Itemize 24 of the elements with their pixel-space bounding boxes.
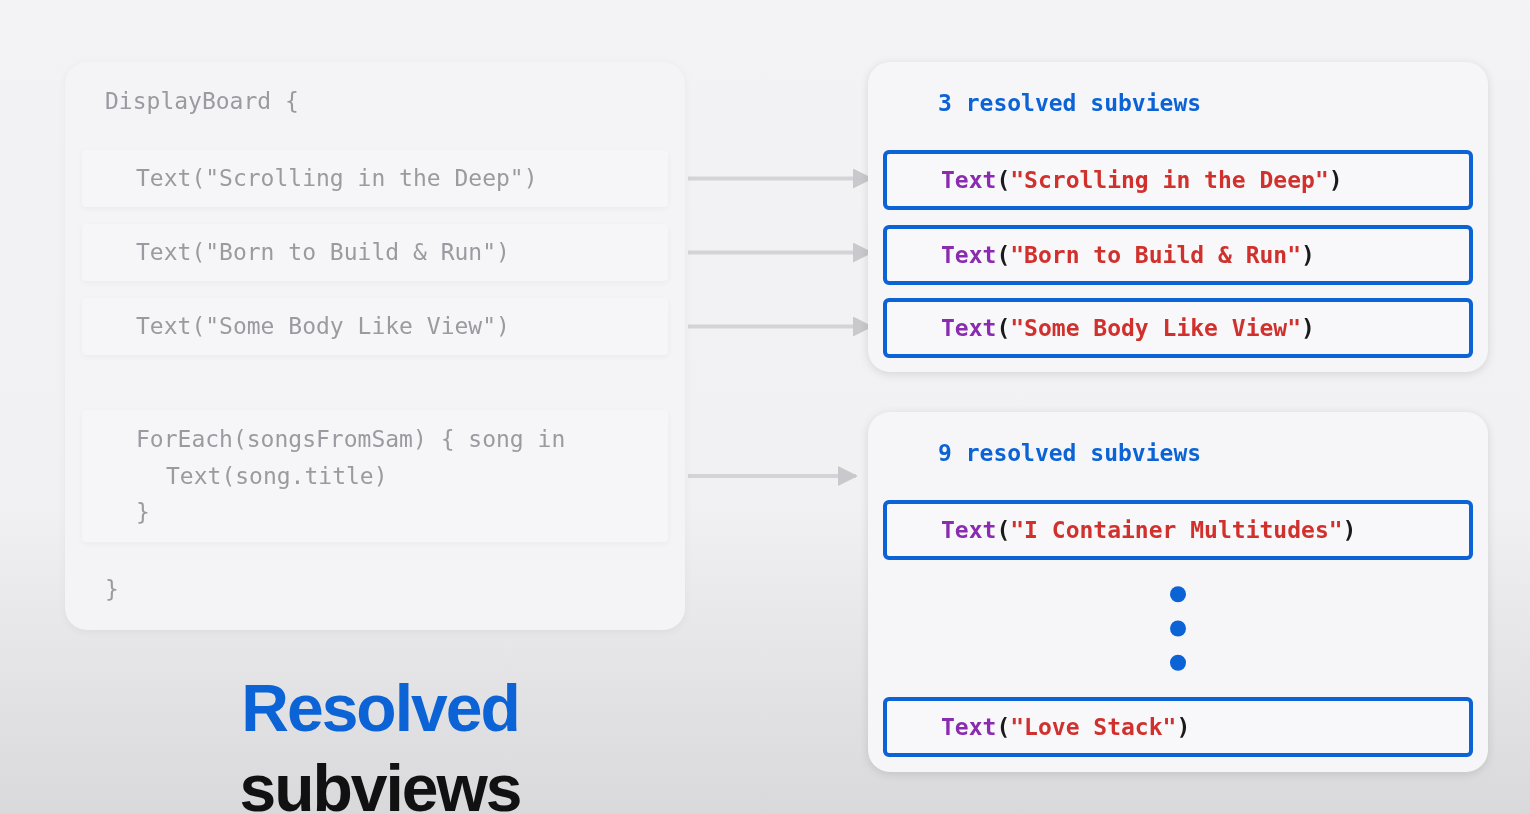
code-text: ForEach(songsFromSam) { song in bbox=[136, 424, 567, 454]
arrow bbox=[688, 466, 858, 486]
resolved-subview-box bbox=[883, 697, 1473, 757]
code-text: Text("Love Stack") bbox=[941, 712, 1192, 742]
resolved-subview-box bbox=[883, 150, 1473, 210]
code-text: Text("Scrolling in the Deep") bbox=[941, 165, 1344, 195]
subviews-card bbox=[868, 412, 1488, 772]
code-text: } bbox=[136, 498, 151, 528]
code-text: Text("Scrolling in the Deep") bbox=[136, 164, 539, 194]
code-text: Text("Some Body Like View") bbox=[136, 312, 511, 342]
resolved-subview-box bbox=[883, 225, 1473, 285]
code-text: Text("Some Body Like View") bbox=[941, 313, 1316, 343]
code-text: } bbox=[105, 576, 119, 602]
resolved-subview-box bbox=[883, 500, 1473, 560]
code-text: Text("Born to Build & Run") bbox=[136, 238, 511, 268]
code-text: Text(song.title) bbox=[165, 461, 389, 491]
resolved-subview-box bbox=[883, 298, 1473, 358]
card-heading: 3 resolved subviews bbox=[938, 90, 1202, 116]
subviews-card bbox=[868, 62, 1488, 372]
code-text: Text("I Container Multitudes") bbox=[941, 515, 1358, 545]
slide-title: Resolved subviews bbox=[238, 670, 522, 814]
code-text: DisplayBoard { bbox=[105, 88, 299, 114]
card-heading: 9 resolved subviews bbox=[938, 440, 1202, 466]
code-text: Text("Born to Build & Run") bbox=[941, 240, 1316, 270]
